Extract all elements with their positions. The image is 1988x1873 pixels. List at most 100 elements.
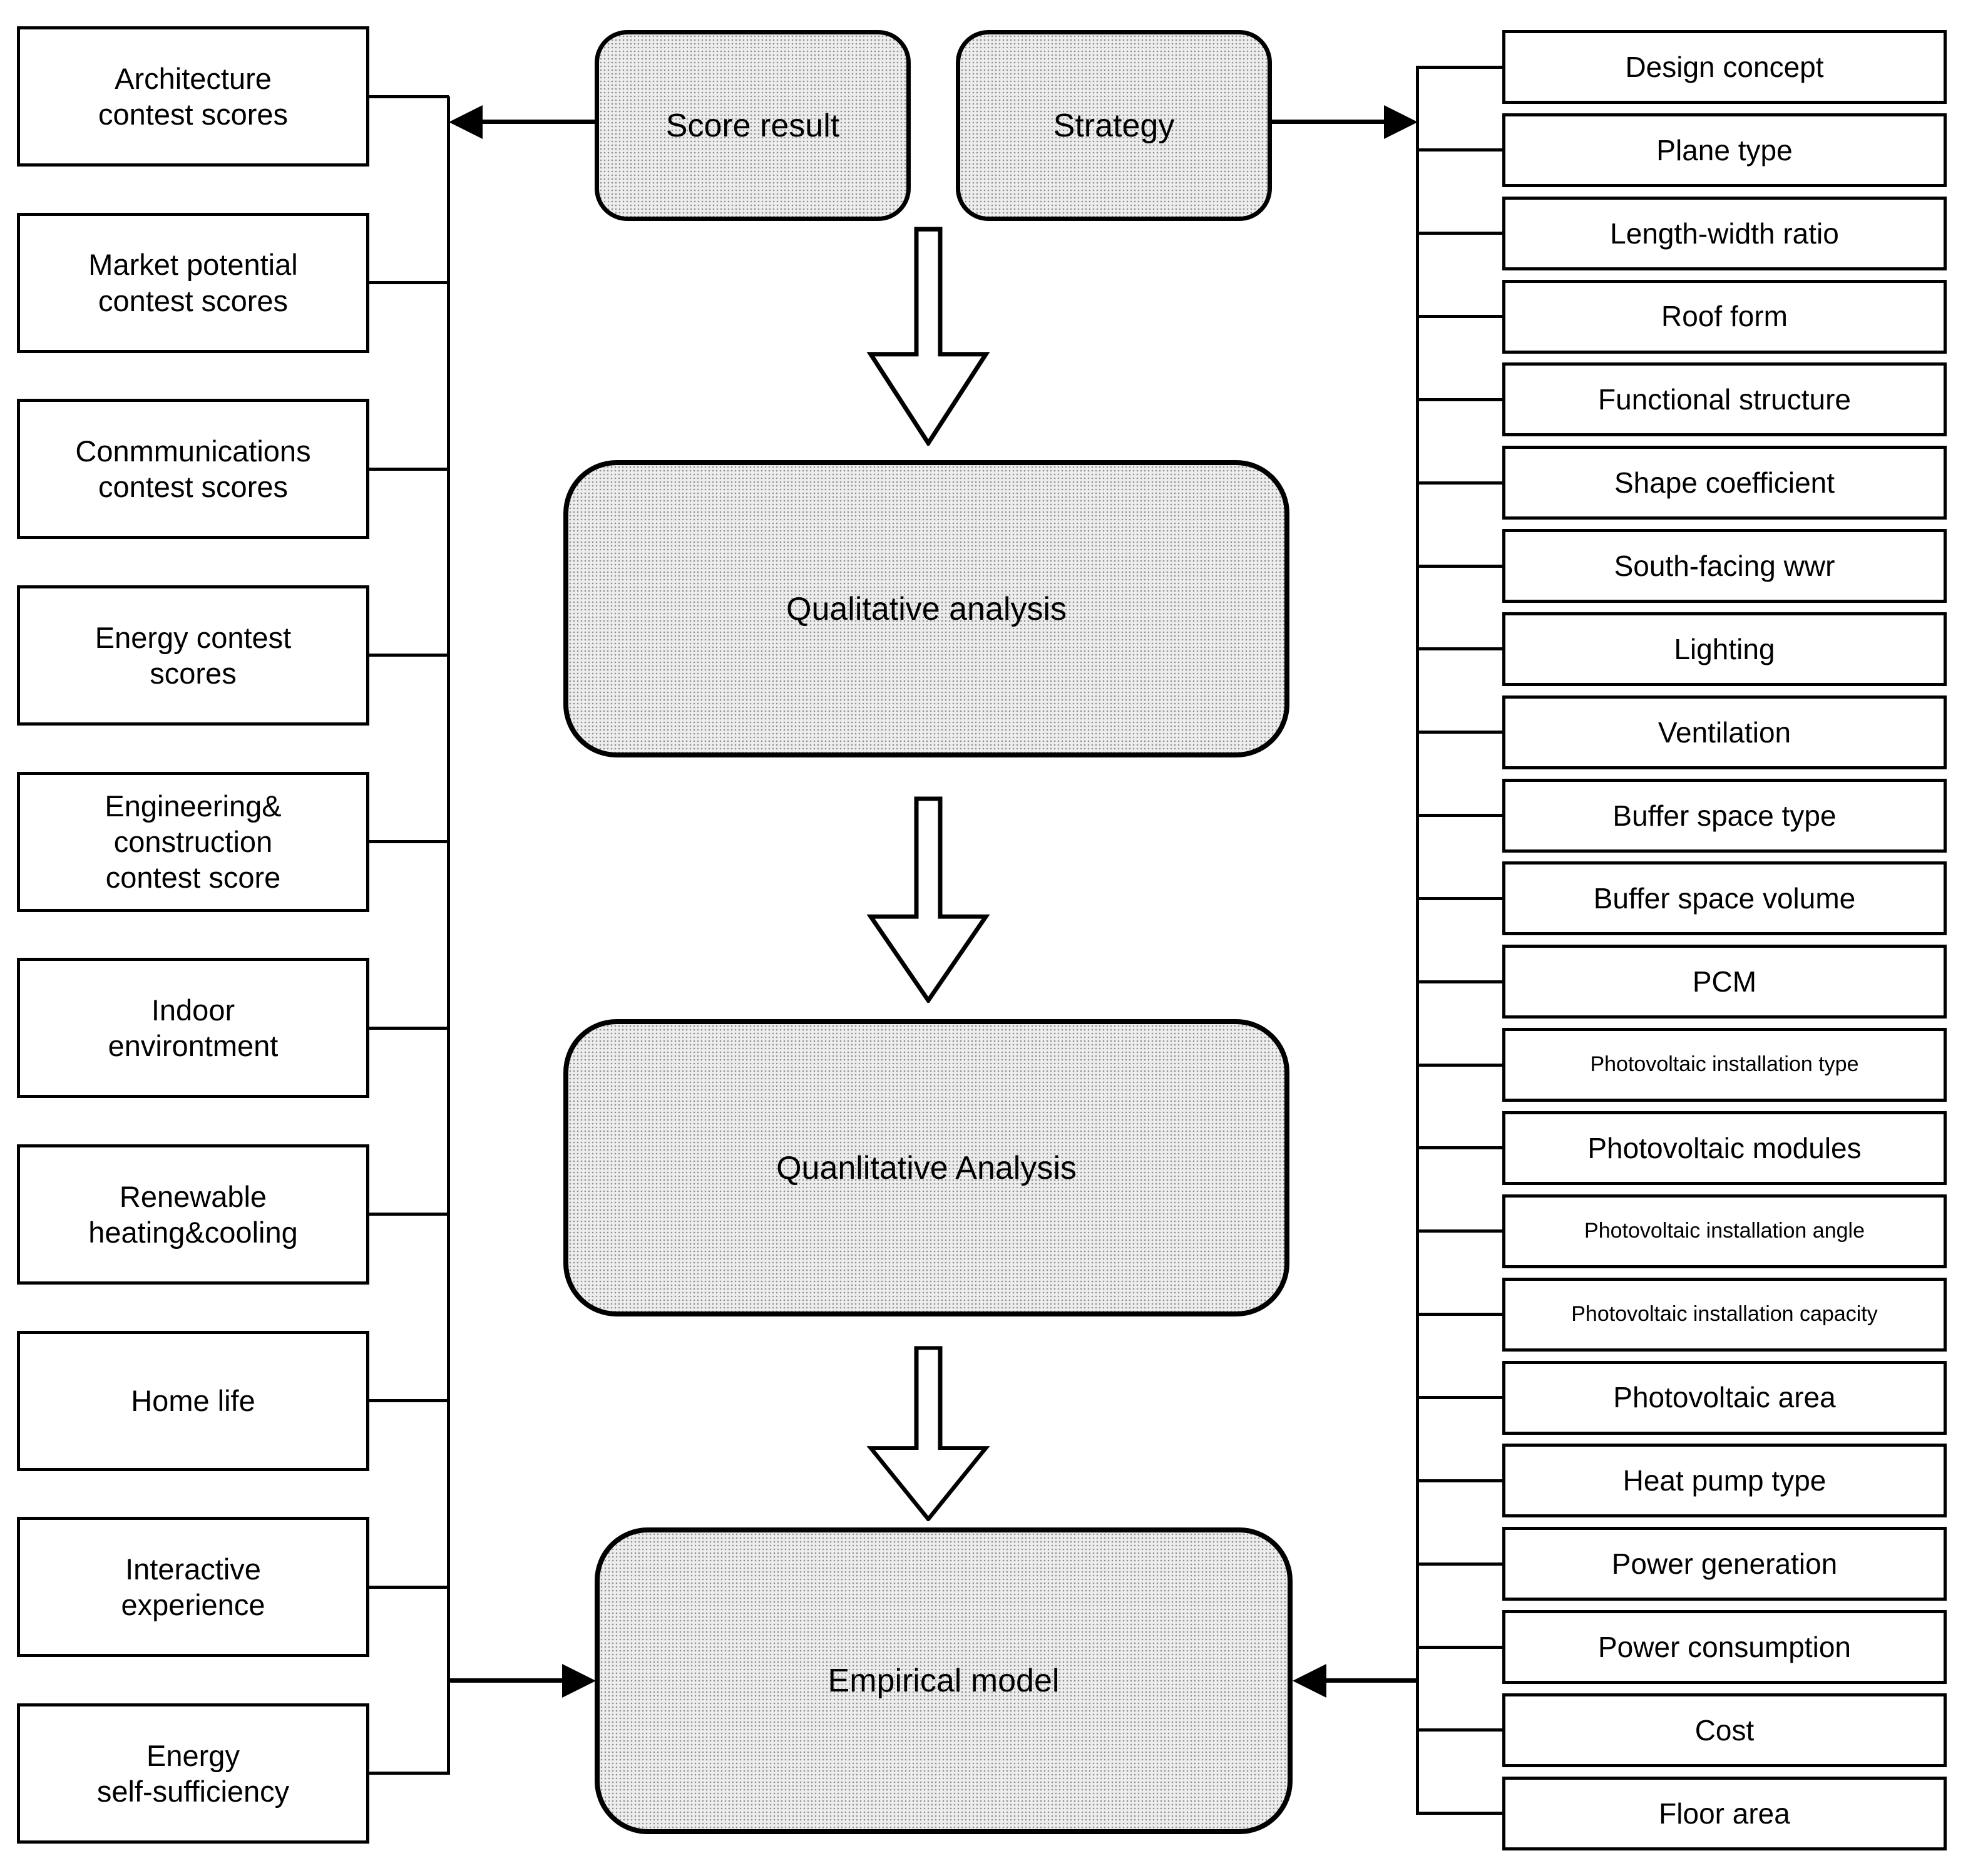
right-row: Buffer space volume (1416, 861, 1947, 936)
quantitative-analysis-label: Quanlitative Analysis (776, 1149, 1077, 1186)
left-row: Engineering& construction contest score (17, 771, 449, 912)
connector-line (1416, 647, 1502, 651)
left-spine-line (447, 96, 450, 1775)
connector-line (1416, 1562, 1502, 1566)
right-item-box: Length-width ratio (1502, 196, 1947, 270)
connector-line (369, 840, 449, 844)
connector-line (1416, 814, 1502, 818)
right-item-box: Lighting (1502, 612, 1947, 686)
right-item-box: South-facing wwr (1502, 529, 1947, 603)
right-item-label: Cost (1694, 1713, 1755, 1747)
left-item-label: Energy contest scores (95, 620, 292, 690)
right-row: Shape coefficient (1416, 446, 1947, 520)
right-item-label: Buffer space type (1612, 799, 1837, 832)
left-row: Renewable heating&cooling (17, 1144, 449, 1285)
score-to-left-arrow-line (481, 120, 595, 124)
connector-line (1416, 65, 1502, 69)
right-item-label: Power generation (1611, 1547, 1838, 1581)
right-item-label: Photovoltaic installation angle (1584, 1219, 1865, 1243)
right-item-label: Photovoltaic modules (1587, 1131, 1862, 1164)
right-item-label: Heat pump type (1622, 1464, 1827, 1497)
left-row: Energy self-sufficiency (17, 1703, 449, 1844)
connector-line (1416, 398, 1502, 401)
right-spine-line (1416, 67, 1419, 1814)
connector-line (1416, 148, 1502, 152)
left-item-box: Market potential contest scores (17, 212, 369, 353)
right-item-label: Plane type (1656, 133, 1793, 167)
connector-line (369, 1399, 449, 1403)
connector-line (1416, 1229, 1502, 1233)
left-row: Home life (17, 1330, 449, 1471)
right-item-box: Design concept (1502, 30, 1947, 104)
right-item-box: Photovoltaic installation type (1502, 1028, 1947, 1102)
right-item-box: Power generation (1502, 1527, 1947, 1601)
connector-line (369, 654, 449, 657)
right-item-label: Photovoltaic area (1613, 1381, 1836, 1414)
right-item-label: Photovoltaic installation type (1590, 1052, 1859, 1077)
connector-line (1416, 564, 1502, 568)
right-item-label: Functional structure (1598, 383, 1851, 416)
left-item-label: Conmmunications contest scores (75, 434, 311, 504)
left-item-label: Interactive experience (121, 1552, 265, 1622)
right-item-label: Buffer space volume (1593, 882, 1856, 915)
connector-line (1416, 232, 1502, 235)
right-row: Photovoltaic installation angle (1416, 1194, 1947, 1268)
left-item-box: Renewable heating&cooling (17, 1144, 369, 1285)
right-row: Functional structure (1416, 362, 1947, 437)
connector-line (1416, 315, 1502, 319)
left-item-label: Energy self-sufficiency (96, 1738, 290, 1808)
left-row: Indoor environtment (17, 958, 449, 1099)
right-row: Design concept (1416, 30, 1947, 104)
right-item-box: Buffer space type (1502, 778, 1947, 853)
strategy-label: Strategy (1053, 107, 1175, 144)
connector-line (369, 467, 449, 471)
right-item-label: Power consumption (1598, 1630, 1851, 1663)
right-row: Ventilation (1416, 695, 1947, 769)
right-row: Floor area (1416, 1776, 1947, 1850)
right-item-box: Photovoltaic installation angle (1502, 1194, 1947, 1268)
right-row: Lighting (1416, 612, 1947, 686)
connector-line (369, 1213, 449, 1216)
connector-line (1416, 1313, 1502, 1316)
right-item-box: Roof form (1502, 279, 1947, 354)
left-to-empirical-arrow-line (449, 1678, 563, 1683)
left-item-box: Energy contest scores (17, 585, 369, 726)
right-item-box: PCM (1502, 945, 1947, 1019)
right-row: Roof form (1416, 279, 1947, 354)
right-item-label: Lighting (1674, 632, 1775, 665)
right-item-label: South-facing wwr (1614, 550, 1835, 582)
right-item-box: Plane type (1502, 113, 1947, 187)
left-item-label: Renewable heating&cooling (88, 1179, 298, 1249)
connector-line (369, 1772, 449, 1775)
right-item-label: Ventilation (1658, 716, 1791, 749)
right-arrowhead-icon (1384, 105, 1418, 139)
right-item-label: Photovoltaic installation capacity (1571, 1301, 1878, 1326)
right-column: Design concept Plane type Length-width r… (1416, 30, 1947, 1850)
left-item-label: Engineering& construction contest score (105, 789, 282, 895)
connector-line (1416, 731, 1502, 734)
connector-line (369, 281, 449, 285)
left-item-box: Interactive experience (17, 1517, 369, 1658)
right-row: Buffer space type (1416, 778, 1947, 853)
left-arrowhead-icon (449, 105, 483, 139)
empirical-model-box: Empirical model (595, 1527, 1293, 1834)
score-result-label: Score result (665, 107, 840, 144)
down-arrow-icon (866, 796, 990, 1003)
right-item-label: PCM (1692, 965, 1757, 998)
connector-line (1416, 481, 1502, 485)
strategy-box: Strategy (956, 30, 1272, 221)
left-arrowhead-icon (1293, 1664, 1326, 1698)
right-row: PCM (1416, 945, 1947, 1019)
left-column: Architecture contest scores Market poten… (17, 26, 449, 1844)
connector-line (1416, 1479, 1502, 1482)
right-item-box: Power consumption (1502, 1610, 1947, 1685)
right-row: Cost (1416, 1693, 1947, 1767)
right-item-box: Floor area (1502, 1776, 1947, 1850)
left-row: Conmmunications contest scores (17, 399, 449, 540)
left-item-label: Indoor environtment (108, 993, 279, 1063)
left-item-label: Market potential contest scores (88, 248, 298, 317)
right-row: Heat pump type (1416, 1444, 1947, 1518)
left-item-box: Architecture contest scores (17, 26, 369, 167)
left-item-box: Indoor environtment (17, 958, 369, 1099)
connector-line (1416, 980, 1502, 983)
